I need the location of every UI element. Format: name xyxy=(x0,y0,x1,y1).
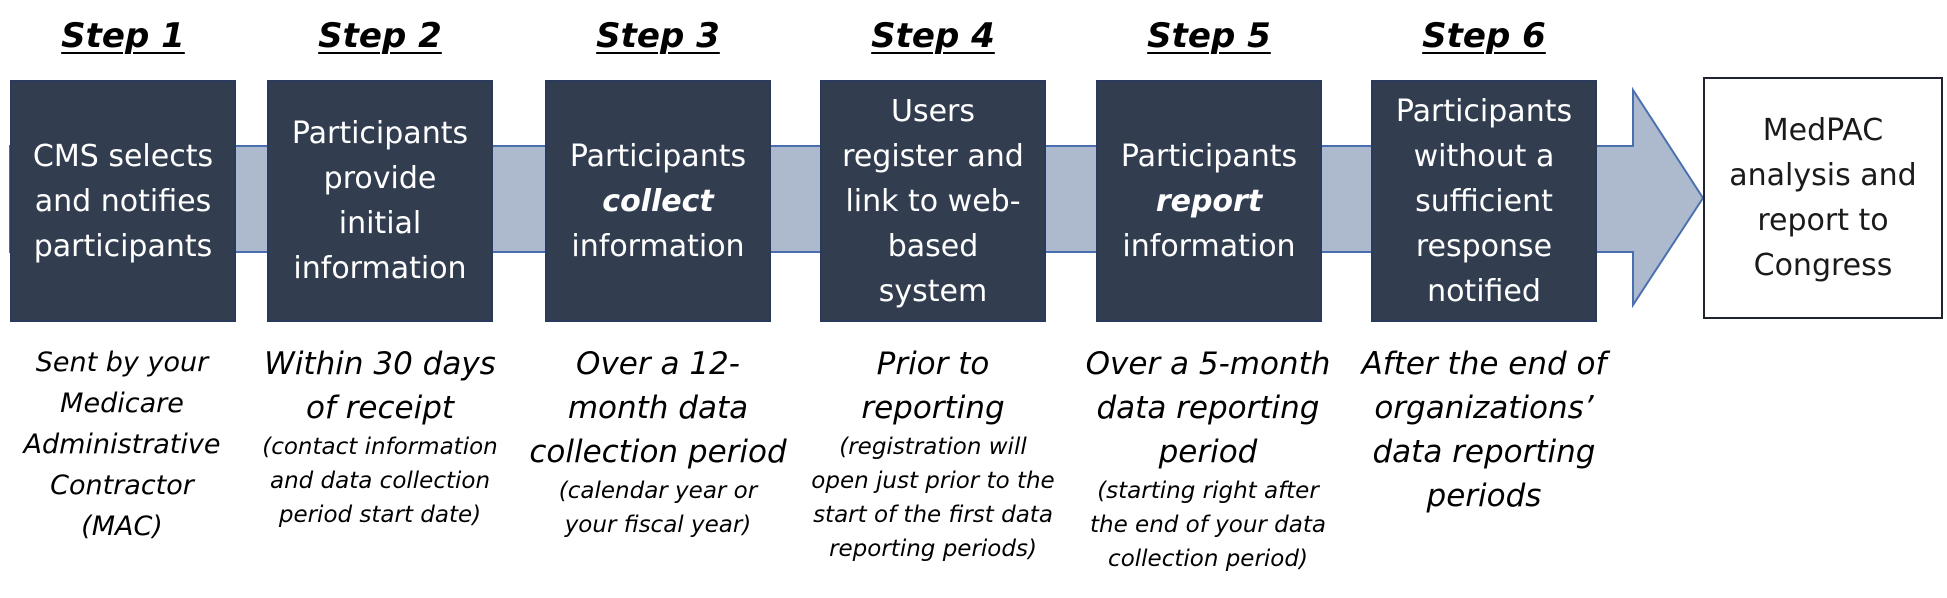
caption-main-line: data reporting xyxy=(1096,390,1320,426)
caption-detail-line: period start date) xyxy=(278,502,482,528)
step-3-box: Participants collect information xyxy=(545,80,771,322)
caption-detail-line: start of the first data xyxy=(813,502,1053,528)
step-1-heading: Step 1 xyxy=(61,16,185,56)
caption-main-line: After the end of xyxy=(1361,346,1607,382)
step-box-line: without a xyxy=(1413,138,1555,174)
caption-main-line: period xyxy=(1158,434,1258,470)
step-box-line: Participants xyxy=(291,116,469,151)
step-box-line: provide xyxy=(323,161,437,196)
step-box-line: register and xyxy=(842,138,1024,174)
step-6-heading: Step 6 xyxy=(1422,16,1546,56)
caption-main-line: Over a 12- xyxy=(576,346,740,382)
caption-detail-line: (starting right after xyxy=(1097,478,1319,504)
caption-main-line: periods xyxy=(1426,478,1542,514)
step-box-line: information xyxy=(571,228,745,264)
caption-detail-line: (calendar year or xyxy=(558,478,758,504)
caption-main-line: of receipt xyxy=(305,390,455,426)
step-1-box: CMS selects and notifies participants xyxy=(10,80,236,322)
caption-main-line: data reporting xyxy=(1372,434,1596,470)
caption-main-line: organizations’ xyxy=(1374,390,1594,426)
final-box-line: MedPAC xyxy=(1762,113,1884,148)
final-box-line: analysis and xyxy=(1729,158,1917,193)
caption-detail-line: the end of your data xyxy=(1089,512,1326,538)
caption-main-line: reporting xyxy=(861,390,1005,426)
step-box-line: initial xyxy=(338,206,422,241)
step-box-line: Participants xyxy=(569,138,747,174)
caption-main-line: Contractor xyxy=(50,470,194,501)
step-2-heading: Step 2 xyxy=(318,16,442,56)
step-box-line: Users xyxy=(890,93,975,129)
step-box-line: system xyxy=(878,273,988,309)
step-box-line: participants xyxy=(33,228,213,264)
caption-main-line: Within 30 days xyxy=(264,346,496,382)
step-4-timing-caption: Prior to reporting (registration will open … xyxy=(783,342,1083,566)
step-box-line: CMS selects xyxy=(32,138,214,174)
caption-main-line: Sent by your xyxy=(35,347,209,378)
step-box-emphasis: collect xyxy=(602,183,714,219)
step-6-box: Participants without a sufficient response n… xyxy=(1371,80,1597,322)
caption-detail-line: collection period) xyxy=(1108,546,1308,572)
step-box-line: based xyxy=(887,228,979,264)
step-box-line: Participants xyxy=(1120,138,1298,174)
step-box-line: Participants xyxy=(1395,93,1573,129)
step-box-line: response xyxy=(1415,228,1553,264)
step-3-timing-caption: Over a 12- month data collection period (ca… xyxy=(508,342,808,542)
caption-main-line: Medicare xyxy=(60,388,184,419)
caption-main-line: (MAC) xyxy=(81,511,163,542)
final-box-line: report to xyxy=(1757,203,1889,238)
step-box-line: and notifies xyxy=(34,183,212,219)
caption-main-line: Over a 5-month xyxy=(1085,346,1331,382)
step-5-box: Participants report information xyxy=(1096,80,1322,322)
step-box-line: information xyxy=(293,251,467,286)
step-box-line: sufficient xyxy=(1415,183,1553,219)
caption-detail-line: your fiscal year) xyxy=(564,512,752,538)
caption-detail-line: reporting periods) xyxy=(829,536,1037,562)
final-box-line: Congress xyxy=(1753,248,1893,283)
caption-main-line: collection period xyxy=(529,434,787,470)
caption-main-line: Prior to xyxy=(876,346,990,382)
final-outcome-box: MedPAC analysis and report to Congress xyxy=(1703,77,1943,319)
step-4-heading: Step 4 xyxy=(871,16,995,56)
step-2-timing-caption: Within 30 days of receipt (contact informa… xyxy=(230,342,530,532)
caption-detail-line: (registration will xyxy=(839,434,1027,460)
step-6-timing-caption: After the end of organizations’ data repor… xyxy=(1334,342,1634,518)
step-box-emphasis: report xyxy=(1155,183,1263,219)
step-3-heading: Step 3 xyxy=(596,16,720,56)
caption-detail-line: (contact information xyxy=(262,434,498,460)
caption-detail-line: open just prior to the xyxy=(811,468,1055,494)
step-5-heading: Step 5 xyxy=(1147,16,1271,56)
step-5-timing-caption: Over a 5-month data reporting period (start… xyxy=(1058,342,1358,576)
step-box-line: notified xyxy=(1427,273,1541,309)
caption-main-line: Administrative xyxy=(23,429,221,460)
caption-main-line: month data xyxy=(567,390,749,426)
caption-detail-line: and data collection xyxy=(269,468,491,494)
step-2-box: Participants provide initial information xyxy=(267,80,493,322)
step-4-box: Users register and link to web-based system xyxy=(820,80,1046,322)
step-box-line: link to web- xyxy=(845,183,1021,219)
step-box-line: information xyxy=(1122,228,1296,264)
